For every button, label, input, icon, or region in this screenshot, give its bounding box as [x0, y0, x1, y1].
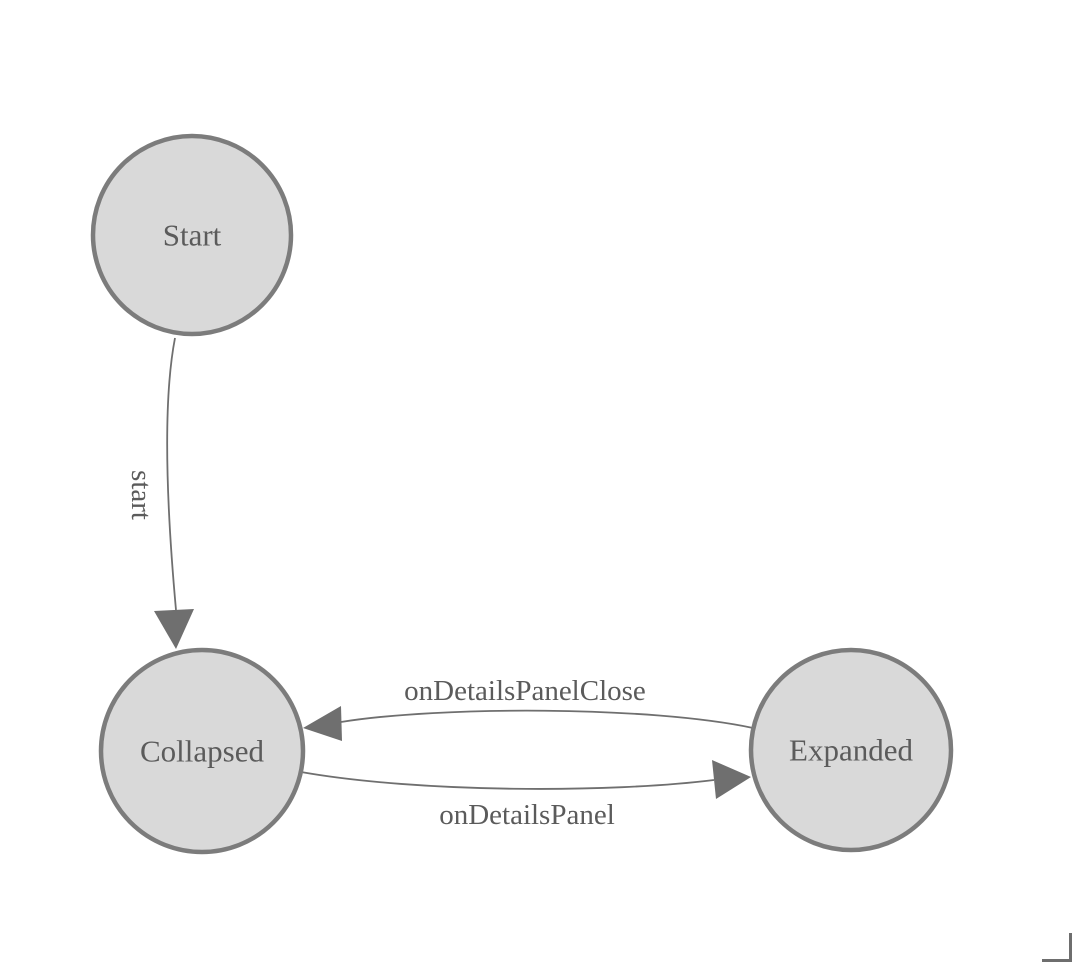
transition-label: start: [125, 470, 157, 520]
arrowhead-icon: [712, 760, 751, 799]
state-node-expanded[interactable]: Expanded: [748, 647, 954, 853]
transition-label: onDetailsPanelClose: [404, 675, 646, 707]
state-circle: [98, 647, 306, 855]
state-label: Start: [163, 218, 222, 253]
corner-bar-vertical: [1069, 933, 1072, 962]
edge-line: [166, 337, 177, 611]
state-circle: [90, 133, 294, 337]
transition-ondetailspanel[interactable]: onDetailsPanel: [300, 760, 751, 831]
edge-line: [340, 709, 754, 729]
transition-label: onDetailsPanel: [439, 799, 615, 831]
state-label: Collapsed: [140, 734, 264, 769]
state-node-start[interactable]: Start: [90, 133, 294, 337]
transition-ondetailspanelclose[interactable]: onDetailsPanelClose: [303, 675, 754, 741]
state-label: Expanded: [789, 733, 913, 768]
state-circle: [748, 647, 954, 853]
corner-bar-horizontal: [1042, 959, 1072, 962]
transition-start[interactable]: start: [125, 337, 194, 649]
edge-line: [300, 771, 715, 790]
canvas-corner-mark: [1042, 933, 1072, 962]
arrowhead-icon: [154, 609, 194, 649]
state-node-collapsed[interactable]: Collapsed: [98, 647, 306, 855]
arrowhead-icon: [303, 706, 342, 741]
